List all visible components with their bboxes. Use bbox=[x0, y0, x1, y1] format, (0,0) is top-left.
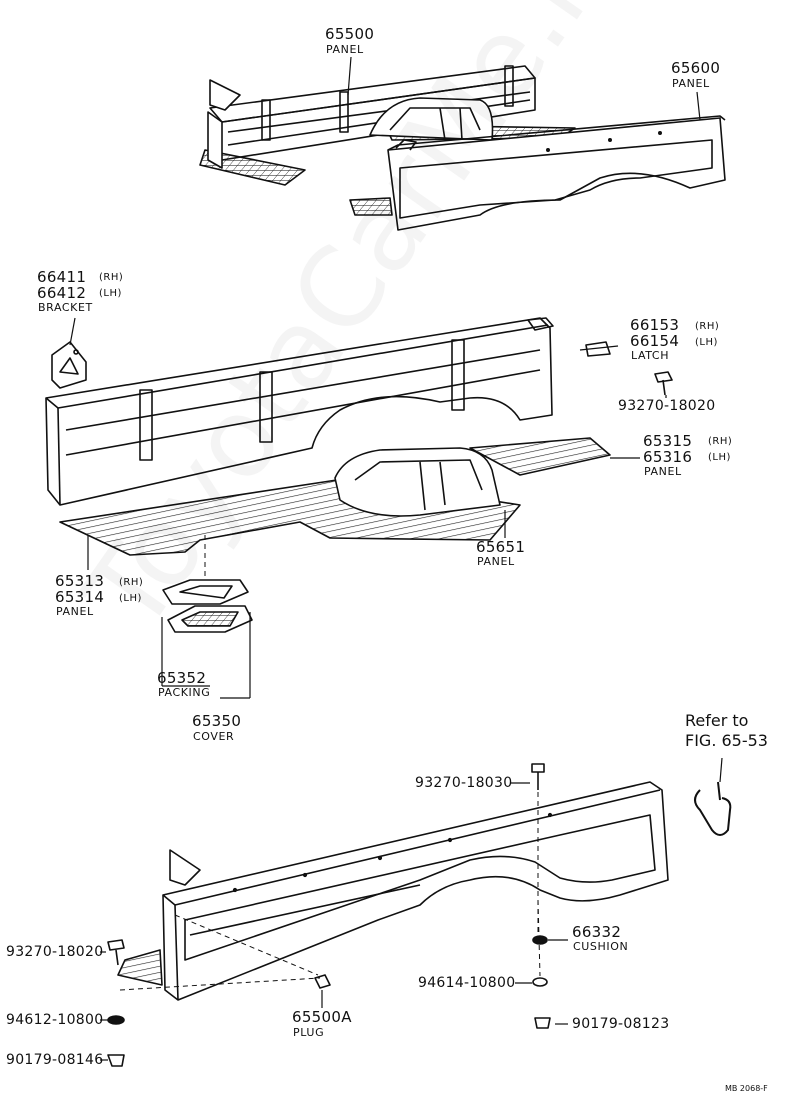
part-66153-side: (RH) bbox=[695, 321, 720, 332]
leader-lines bbox=[69, 56, 723, 1061]
assembly-middle-drawing bbox=[45, 317, 673, 633]
figure-code: MB 2068-F bbox=[725, 1084, 768, 1093]
part-66332-name: CUSHION bbox=[573, 940, 629, 953]
part-65314-name: PANEL bbox=[56, 605, 94, 618]
part-66154-side: (LH) bbox=[695, 337, 718, 348]
part-65316-side: (LH) bbox=[708, 452, 731, 463]
part-66412-name: BRACKET bbox=[38, 301, 93, 314]
assembly-65500-drawing bbox=[199, 65, 726, 231]
part-66332-number: 66332 bbox=[572, 923, 622, 941]
part-94614-10800-number: 94614-10800 bbox=[418, 975, 516, 991]
part-65352-number: 65352 bbox=[157, 669, 207, 687]
assembly-bottom-drawing bbox=[107, 763, 732, 1067]
part-66412-number: 66412 bbox=[37, 284, 87, 302]
part-65600-number: 65600 bbox=[671, 59, 721, 77]
part-90179-08123-number: 90179-08123 bbox=[572, 1016, 670, 1032]
refer-note-line1: Refer to bbox=[685, 711, 749, 730]
part-65500A-number: 65500A bbox=[292, 1008, 352, 1026]
part-66411-side: (RH) bbox=[99, 272, 124, 283]
part-90179-08146-number: 90179-08146 bbox=[6, 1052, 104, 1068]
part-65600-name: PANEL bbox=[672, 77, 710, 90]
part-66411-number: 66411 bbox=[37, 268, 87, 286]
part-66412-side: (LH) bbox=[99, 288, 122, 299]
part-65313-side: (RH) bbox=[119, 577, 144, 588]
dashed-guides bbox=[119, 535, 541, 991]
part-65500A-name: PLUG bbox=[293, 1026, 325, 1039]
part-66154-number: 66154 bbox=[630, 332, 680, 350]
part-65316-number: 65316 bbox=[643, 448, 693, 466]
part-94612-10800-number: 94612-10800 bbox=[6, 1012, 104, 1028]
part-65316-name: PANEL bbox=[644, 465, 682, 478]
part-66153-number: 66153 bbox=[630, 316, 680, 334]
part-65651-number: 65651 bbox=[476, 538, 526, 556]
part-65315-side: (RH) bbox=[708, 436, 733, 447]
part-65500-number: 65500 bbox=[325, 25, 375, 43]
part-65314-number: 65314 bbox=[55, 588, 105, 606]
refer-note-line2: FIG. 65-53 bbox=[685, 731, 768, 750]
part-93270-18020-lower-number: 93270-18020 bbox=[6, 944, 104, 960]
part-66154-name: LATCH bbox=[631, 349, 670, 362]
part-65313-number: 65313 bbox=[55, 572, 105, 590]
part-65651-name: PANEL bbox=[477, 555, 515, 568]
part-65314-side: (LH) bbox=[119, 593, 142, 604]
part-65315-number: 65315 bbox=[643, 432, 693, 450]
part-65350-name: COVER bbox=[193, 730, 235, 743]
part-93270-18020-upper-number: 93270-18020 bbox=[618, 398, 716, 414]
part-65350-number: 65350 bbox=[192, 712, 242, 730]
part-65500-name: PANEL bbox=[326, 43, 364, 56]
part-65352-name: PACKING bbox=[158, 686, 211, 699]
part-93270-18030-number: 93270-18030 bbox=[415, 775, 513, 791]
